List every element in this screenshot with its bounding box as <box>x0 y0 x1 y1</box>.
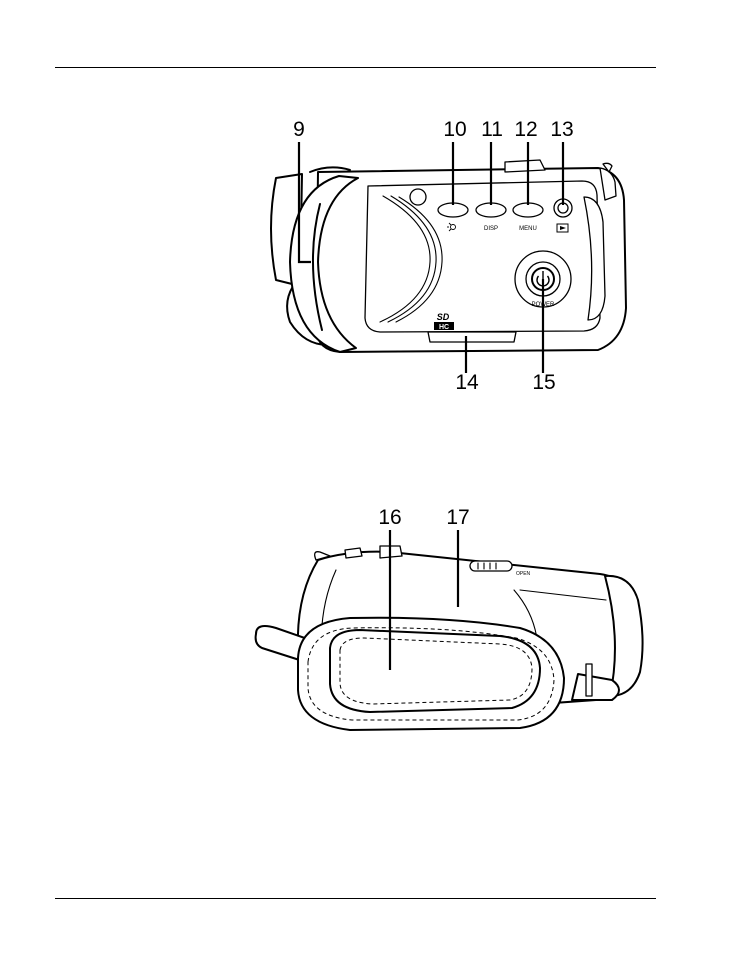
svg-text:SD: SD <box>437 312 450 322</box>
disp-button[interactable] <box>476 203 506 217</box>
playback-icon <box>557 224 568 232</box>
figure-top-grip: OPEN 16 17 <box>256 506 643 730</box>
callout-9: 9 <box>293 118 305 141</box>
open-label: OPEN <box>516 571 531 577</box>
disp-label: DISP <box>484 226 498 232</box>
open-lever[interactable] <box>470 561 512 571</box>
menu-button[interactable] <box>513 203 543 217</box>
backlight-button[interactable] <box>438 203 468 217</box>
callout-11: 11 <box>481 118 503 141</box>
callout-10: 10 <box>443 118 466 141</box>
callout-14: 14 <box>455 371 479 394</box>
callout-13: 13 <box>550 118 573 141</box>
callout-15: 15 <box>532 371 555 394</box>
figure-side-controls: DISP MENU POWER SD HC <box>271 118 626 394</box>
svg-text:HC: HC <box>439 324 449 331</box>
menu-label: MENU <box>519 226 537 232</box>
callout-17: 17 <box>446 506 469 529</box>
card-slot-cover <box>428 332 516 342</box>
callout-16: 16 <box>378 506 401 529</box>
callout-12: 12 <box>514 118 537 141</box>
